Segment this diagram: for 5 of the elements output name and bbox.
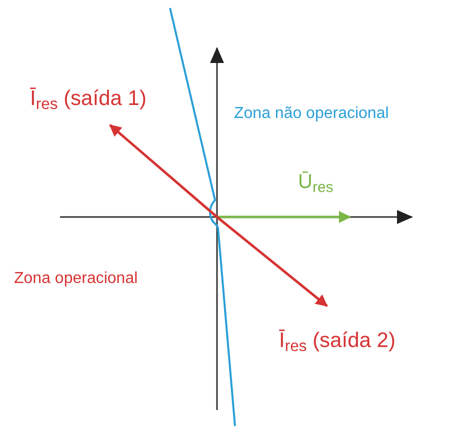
current-label: Ī$_{res}$ (saída 1) (30, 86, 146, 112)
current-label: Ī$_{res}$ (saída 2) (279, 328, 396, 354)
zone-label: Zona operacional (14, 269, 138, 289)
zone-label: Zona não operacional (234, 104, 389, 124)
voltage-label: Ū$_{res}$ (298, 170, 334, 195)
